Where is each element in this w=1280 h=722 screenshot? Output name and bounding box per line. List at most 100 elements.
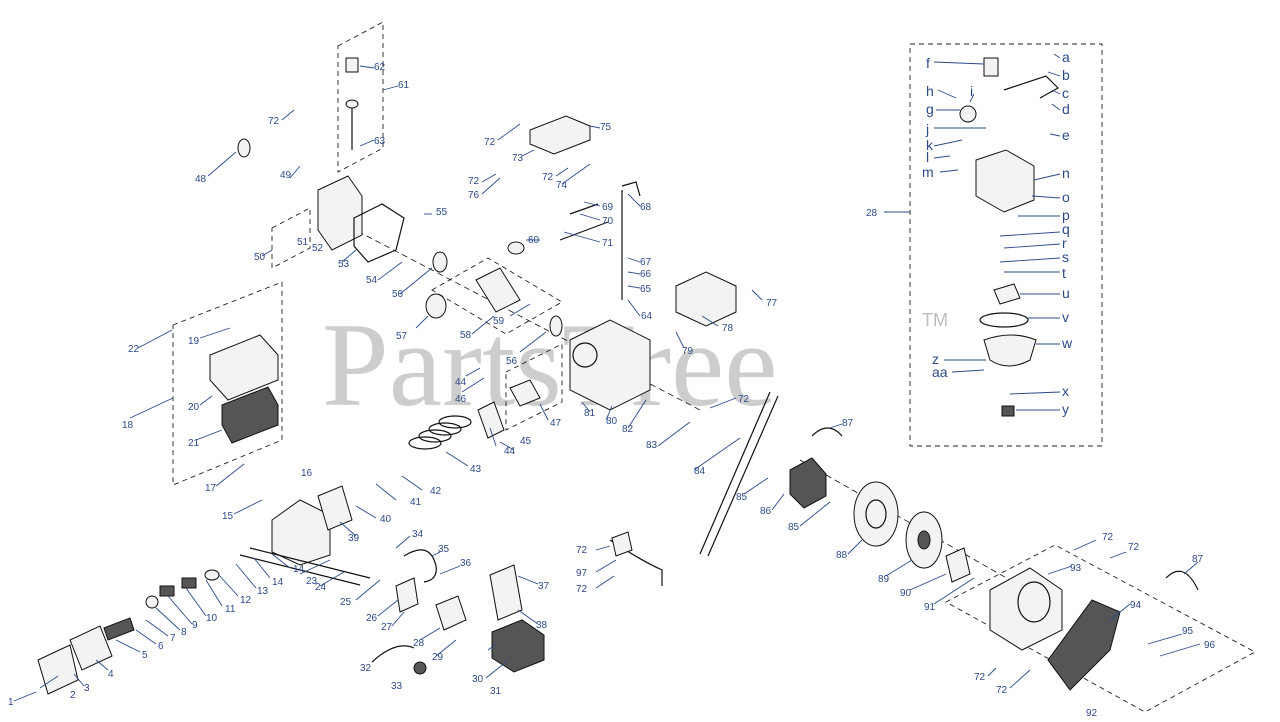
carb-label-o: o: [1062, 189, 1070, 205]
part-label-71: 71: [602, 238, 614, 249]
part-label-16: 16: [301, 468, 313, 479]
part-label-6: 6: [158, 641, 164, 652]
part-label-10: 10: [206, 613, 218, 624]
part-label-52: 52: [312, 243, 324, 254]
part-label-43: 43: [470, 464, 482, 475]
carb-label-q: q: [1062, 221, 1070, 237]
part-label-44: 44: [455, 377, 467, 388]
part-label-93: 93: [1070, 563, 1082, 574]
part-label-62: 62: [374, 62, 386, 73]
part-label-18: 18: [122, 420, 134, 431]
part-label-76: 76: [468, 190, 480, 201]
carb-label-h: h: [926, 83, 934, 99]
leader-lines: [13, 53, 1201, 702]
carb-label-c: c: [1062, 85, 1069, 101]
part-label-73: 73: [512, 153, 524, 164]
part-label-85b: 85: [788, 522, 800, 533]
part-label-49: 49: [280, 170, 292, 181]
part-rocker-arms: [103, 617, 135, 641]
part-label-34: 34: [412, 529, 424, 540]
carb-label-g: g: [926, 101, 934, 117]
part-gasket-54: [353, 203, 405, 263]
part-label-80: 80: [606, 416, 618, 427]
carb-label-j: j: [925, 121, 929, 137]
part-label-85a: 85: [736, 492, 748, 503]
part-valve-cover: [37, 644, 79, 695]
part-label-14b: 14: [293, 564, 305, 575]
part-cylinder-bore: [572, 342, 598, 368]
group-box-47: [505, 343, 563, 431]
part-label-65: 65: [640, 284, 652, 295]
carb-label-s: s: [1062, 249, 1069, 265]
part-label-7: 7: [170, 633, 176, 644]
part-label-82: 82: [622, 424, 634, 435]
part-label-8: 8: [181, 627, 187, 638]
part-fuel-line-35: [403, 549, 437, 583]
carb-label-r: r: [1062, 235, 1067, 251]
part-air-filter: [221, 386, 279, 444]
part-label-61: 61: [398, 80, 410, 91]
crank-axis-2: [799, 459, 1011, 581]
carb-bowl-w: [983, 334, 1037, 367]
part-label-69: 69: [602, 202, 614, 213]
part-recoil-starter: [1047, 599, 1121, 691]
part-label-12: 12: [240, 595, 252, 606]
part-label-91: 91: [924, 602, 936, 613]
part-label-56b: 56: [506, 356, 518, 367]
part-label-1: 1: [8, 697, 14, 708]
part-label-24: 24: [315, 582, 327, 593]
part-label-64: 64: [641, 311, 653, 322]
part-label-60: 60: [528, 235, 540, 246]
part-ring-1: [408, 436, 442, 450]
part-label-5: 5: [142, 650, 148, 661]
part-label-72g: 72: [576, 584, 588, 595]
crank-axis: [339, 221, 701, 411]
part-label-72a: 72: [268, 116, 280, 127]
part-label-45: 45: [520, 436, 532, 447]
carb-part-c: [1003, 75, 1059, 99]
part-label-39: 39: [348, 533, 360, 544]
part-spring-68: [621, 181, 641, 197]
part-label-70: 70: [602, 216, 614, 227]
part-crankcase-block: [569, 319, 651, 411]
part-label-35: 35: [438, 544, 450, 555]
part-label-58: 58: [460, 330, 472, 341]
part-crankshaft: [475, 267, 521, 313]
carb-label-d: d: [1062, 101, 1070, 117]
part-label-63: 63: [374, 136, 386, 147]
part-label-4: 4: [108, 669, 114, 680]
part-label-75: 75: [600, 122, 612, 133]
part-fitting-33: [413, 661, 427, 675]
part-label-28-group: 28: [866, 208, 878, 219]
part-label-23: 23: [306, 576, 318, 587]
part-label-94: 94: [1130, 600, 1142, 611]
part-label-72f: 72: [576, 545, 588, 556]
part-carb-bracket-37: [489, 564, 523, 621]
part-label-15: 15: [222, 511, 234, 522]
part-label-89: 89: [878, 574, 890, 585]
part-label-37: 37: [538, 581, 550, 592]
part-label-72i: 72: [996, 685, 1008, 696]
carb-label-x: x: [1062, 383, 1069, 399]
part-label-19: 19: [188, 336, 200, 347]
part-label-21: 21: [188, 438, 200, 449]
part-ring-3: [428, 422, 462, 436]
part-label-11: 11: [225, 604, 236, 615]
part-label-29: 29: [432, 652, 444, 663]
part-gasket: [69, 625, 113, 671]
part-label-22: 22: [128, 344, 140, 355]
part-spark-lead-87: [811, 427, 843, 437]
group-box-28: [909, 43, 1103, 447]
part-insulator-26: [395, 577, 419, 613]
part-pushrods: [239, 547, 371, 586]
part-label-55: 55: [436, 207, 448, 218]
part-label-90: 90: [900, 588, 912, 599]
carb-body-n: [975, 149, 1035, 213]
part-label-46: 46: [455, 394, 467, 405]
part-dipstick-tube: [699, 391, 771, 555]
part-ring-4: [438, 415, 472, 429]
part-label-44b: 44: [504, 446, 516, 457]
carb-part-y: [1001, 405, 1015, 417]
part-tank-shroud: [529, 115, 591, 155]
part-label-54: 54: [366, 275, 378, 286]
